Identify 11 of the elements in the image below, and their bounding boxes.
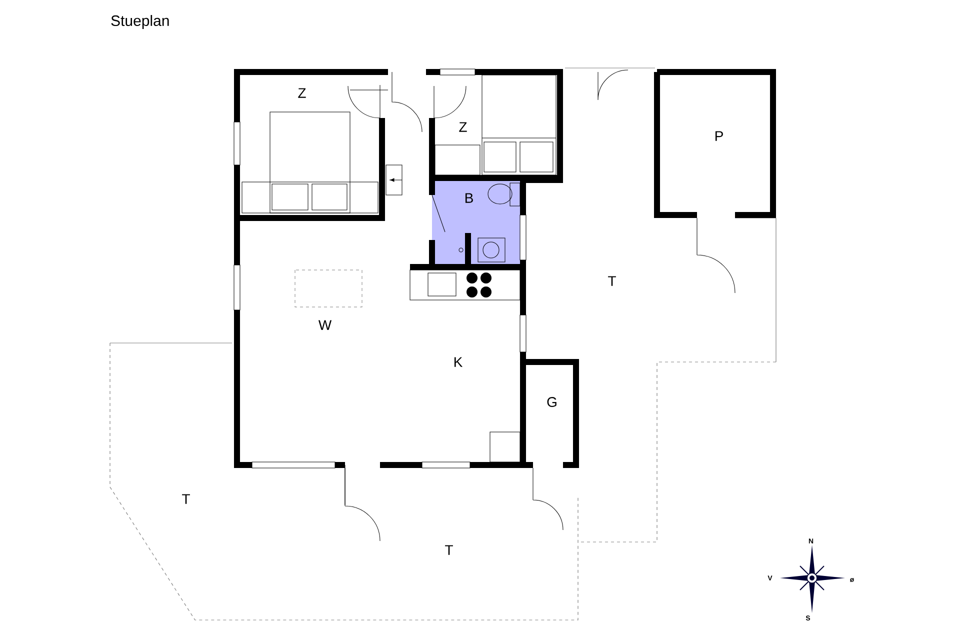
room-label: T bbox=[182, 494, 190, 504]
room-label: W bbox=[318, 320, 332, 330]
room-label: Z bbox=[298, 88, 306, 98]
room-label: T bbox=[608, 276, 616, 286]
room-label: Z bbox=[459, 122, 467, 132]
room-label: B bbox=[465, 193, 473, 203]
room-label: K bbox=[454, 357, 463, 367]
room-label: P bbox=[715, 131, 723, 141]
title: Stueplan bbox=[111, 15, 169, 29]
room-label: T bbox=[445, 545, 453, 555]
room-label: G bbox=[547, 397, 556, 407]
